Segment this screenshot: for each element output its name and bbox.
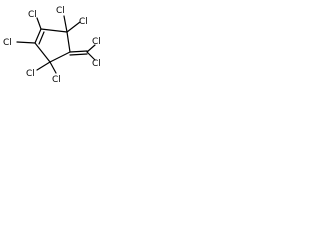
bond-c5-c1 (34, 28, 42, 44)
bond-c5-c1-double (38, 31, 45, 45)
atom-label-cl: Cl (52, 75, 61, 85)
bond-c3-exocyclic-double (69, 53, 88, 56)
bond-c2-cl-top-right (66, 21, 81, 33)
atom-label-cl: Cl (28, 10, 37, 20)
bond-c1-c2 (40, 28, 68, 33)
bond-c3-exocyclic (69, 50, 88, 53)
bond-c1-cl-top-left (36, 17, 42, 30)
bond-c2-cl-top-mid (63, 15, 68, 33)
bond-c4-cl-bottom-mid (49, 61, 57, 74)
bond-c4-c5 (34, 42, 51, 63)
bond-c5-cl-left (16, 41, 36, 44)
bonds (16, 15, 96, 74)
bond-c3-c4 (49, 51, 71, 63)
atom-label-cl: Cl (56, 6, 65, 16)
bond-exo-cl-right-bottom (86, 51, 96, 61)
atom-labels: Cl Cl Cl Cl Cl Cl Cl Cl (3, 6, 101, 85)
bond-c4-cl-bottom-left (36, 61, 51, 71)
atom-label-cl: Cl (92, 37, 101, 47)
bond-c2-c3 (66, 31, 71, 53)
atom-label-cl: Cl (26, 69, 35, 79)
atom-label-cl: Cl (92, 59, 101, 69)
molecule-diagram: Cl Cl Cl Cl Cl Cl Cl Cl (3, 6, 101, 85)
atom-label-cl: Cl (3, 38, 12, 48)
atom-label-cl: Cl (79, 17, 88, 27)
bond-exo-cl-right-top (86, 44, 96, 53)
